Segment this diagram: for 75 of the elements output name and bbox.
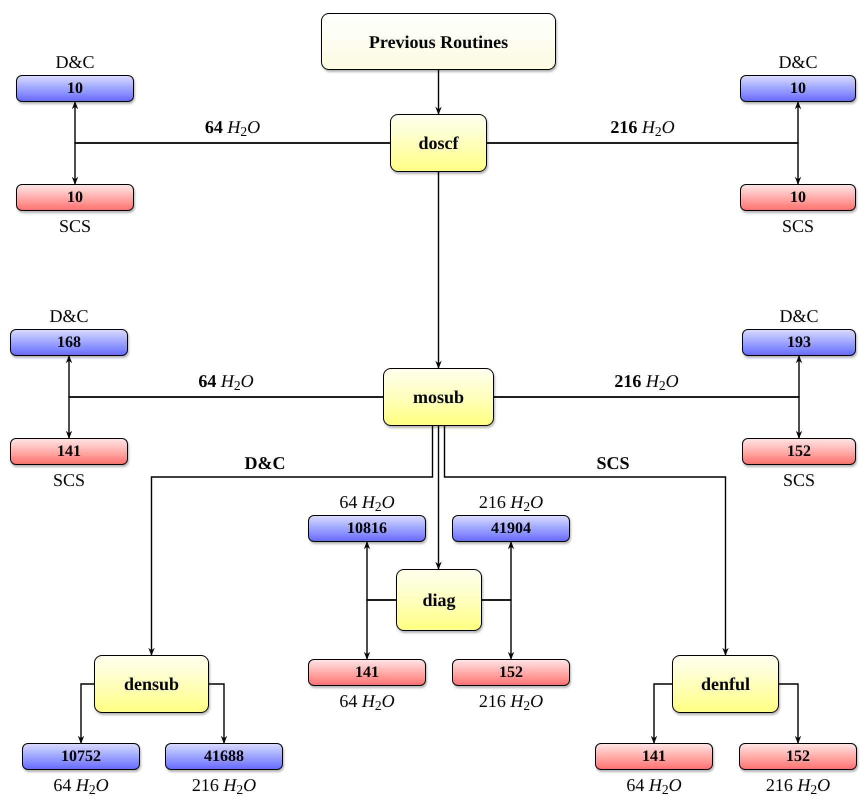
connector-arrow [78,683,94,744]
box-label: mosub [412,388,464,406]
box-label: 141 [57,444,81,460]
box-label: Previous Routines [368,32,508,50]
box-label: diag [422,591,456,609]
value-box [595,743,713,770]
value-box [740,75,856,102]
caption-text: 64 H$_{2}$O [626,776,682,794]
box-label: 152 [787,444,811,460]
connector-arrow [435,70,442,115]
connector-arrow [494,396,802,439]
connector-arrow [435,426,442,570]
caption-text: 64 H$_{2}$O [339,493,395,511]
connector-arrow [72,142,390,185]
value-box [16,75,134,102]
connector-arrow [435,172,442,369]
process-box [383,368,494,426]
connector-arrow [364,599,396,660]
box-label: 141 [642,748,666,764]
value-box [739,743,857,770]
value-box [452,659,570,686]
box-label: 10 [67,190,83,206]
process-box [396,569,482,631]
caption-text: 216 H$_{2}$O [766,776,830,794]
box-label: 152 [499,664,523,680]
value-box [16,184,134,211]
box-label: doscf [418,134,458,152]
connector-arrow [487,142,802,185]
box-label: 152 [786,748,810,764]
caption-text: 64 H$_{2}$O [53,776,109,794]
value-box [165,743,283,770]
process-box [321,13,556,70]
caption-text: D&C [50,307,88,325]
value-box [452,515,570,542]
caption-text: 216 H$_{2}$O [478,493,544,511]
box-label: 168 [57,334,81,350]
caption-text: D&C [56,53,94,71]
box-label: 141 [355,664,379,680]
box-label: 10 [790,190,806,206]
value-box [308,515,426,542]
caption-text: 216 H$_{2}$O [192,776,256,794]
process-box [94,655,209,713]
value-box [742,329,856,356]
caption-text: SCS [58,217,92,235]
connector-arrow [444,426,729,656]
value-box [740,184,856,211]
box-label: 10 [67,80,83,96]
connector-arrow [482,599,514,660]
process-box [672,655,779,713]
caption-text: 216 H$_{2}$O [478,692,544,710]
caption-text: SCS [782,217,814,235]
connector-arrow [650,683,672,744]
value-box [742,438,856,465]
box-label: densub [124,675,180,693]
connector-arrow [148,426,434,656]
value-box [22,743,140,770]
value-box [308,659,426,686]
box-label: 41904 [491,520,531,536]
box-label: denful [700,675,750,693]
caption-text: 64 H$_{2}$O [339,692,395,710]
box-label: 10752 [61,748,101,764]
caption-text: D&C [778,53,818,71]
connector-arrow [66,396,383,439]
connector-arrow [209,683,228,744]
box-label: 193 [787,334,811,350]
caption-text: SCS [782,471,816,489]
box-label: 41688 [204,748,244,764]
value-box [10,329,128,356]
caption-text: SCS [52,471,86,489]
box-label: 10816 [347,520,387,536]
box-label: 10 [790,80,806,96]
process-box [390,114,487,172]
caption-text: D&C [780,307,818,325]
value-box [10,438,128,465]
connector-arrow [779,683,802,744]
